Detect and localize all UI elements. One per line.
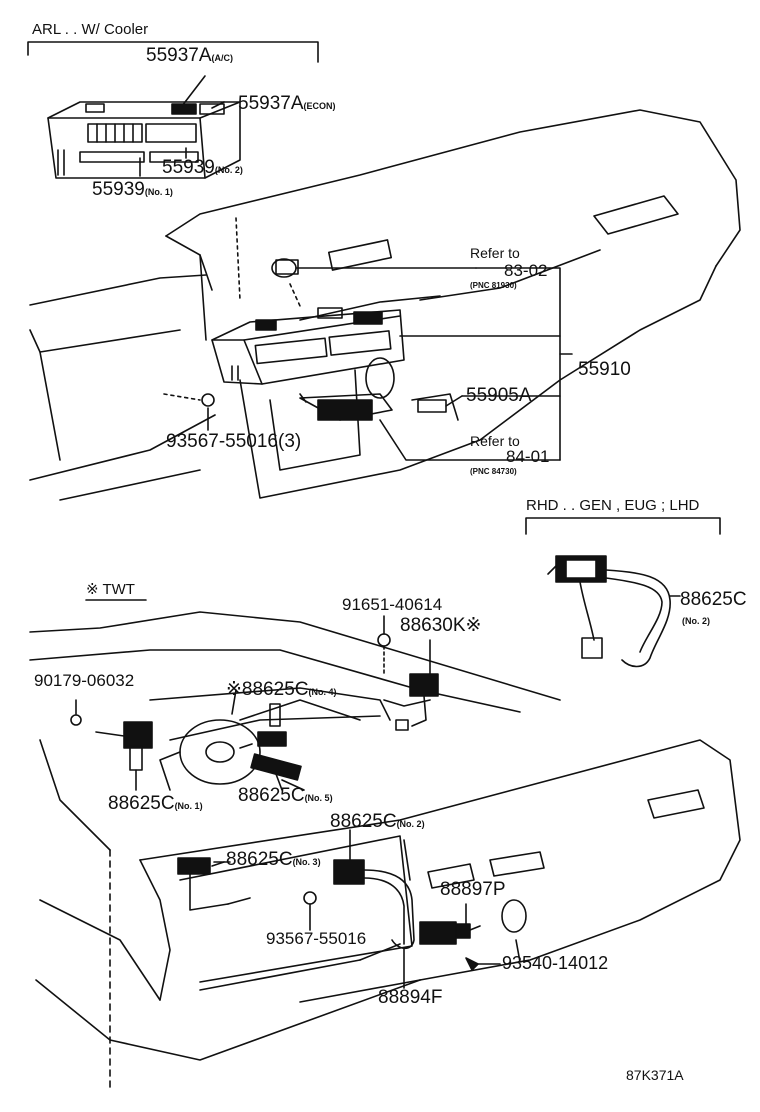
refer-pnc-2: (PNC 84730): [470, 467, 517, 476]
label-93567-3: 93567-55016(3): [166, 431, 302, 452]
connector-no5: [250, 753, 302, 791]
label-88625c-no3: 88625C(No. 3): [226, 849, 321, 870]
bulb-socket: [271, 258, 477, 307]
connector-no3: [177, 857, 251, 911]
bolt-93540: [465, 957, 501, 971]
label-88630k: 88630K※: [400, 615, 482, 636]
small-panel-leaders: [139, 75, 225, 177]
left-stalk-switch: [70, 714, 153, 791]
label-88625c-no5: 88625C(No. 5): [238, 785, 333, 806]
small-heater-control-panel: [47, 101, 241, 179]
upper-dashboard: [29, 109, 741, 501]
label-88897p: 88897P: [440, 879, 506, 900]
rhd-bracket: [525, 517, 721, 535]
screw-lower: [303, 891, 317, 905]
rhd-wire-harness: [547, 555, 681, 668]
refer-pnc-1: (PNC 81930): [470, 281, 517, 290]
label-55937a-ac: 55937A(A/C): [146, 45, 234, 66]
module-88897p: [419, 903, 481, 945]
label-91651: 91651-40614: [342, 595, 443, 614]
refer-to-1: Refer to: [470, 245, 520, 261]
label-88894f: 88894F: [378, 987, 443, 1008]
label-55937a-econ: 55937A(ECON): [238, 93, 336, 114]
diagram-code: 87K371A: [626, 1067, 684, 1083]
lower-dashboard: [29, 611, 741, 1089]
refer-section-2: 84-01: [506, 447, 550, 466]
label-55939-no2: 55939(No. 2): [162, 157, 243, 178]
label-55910: 55910: [578, 359, 631, 380]
label-55939-no1: 55939(No. 1): [92, 179, 173, 200]
label-88625c-no2-rhd: 88625C(No. 2): [680, 589, 747, 626]
label-93540: 93540-14012: [502, 953, 609, 973]
switch-88630k: [377, 633, 439, 731]
connector-no2: [333, 829, 415, 950]
screw-upper: [201, 393, 215, 407]
label-90179: 90179-06032: [34, 671, 135, 690]
arl-header: ARL . . W/ Cooler: [32, 21, 149, 38]
label-88625c-no4: ※88625C(No. 4): [226, 679, 337, 700]
main-heater-control: [211, 307, 405, 385]
twt-header: ※ TWT: [86, 581, 135, 598]
steering-column: [159, 699, 361, 791]
rhd-header: RHD . . GEN , EUG ; LHD: [526, 497, 700, 514]
arl-bracket: [27, 41, 319, 63]
label-93567: 93567-55016: [266, 929, 367, 948]
leader-88897p-br: [515, 939, 521, 963]
label-88625c-no1: 88625C(No. 1): [108, 793, 203, 814]
refer-section-1: 83-02: [504, 261, 548, 280]
bracket-55910: [379, 267, 573, 461]
connector-no4: [239, 703, 287, 749]
refer-to-2: Refer to: [470, 433, 520, 449]
lower-leaders: [75, 615, 385, 863]
label-55905a: 55905A: [466, 385, 532, 406]
label-88625c-no2-lower: 88625C(No. 2): [330, 811, 425, 832]
lower-control-unit: [299, 393, 463, 421]
